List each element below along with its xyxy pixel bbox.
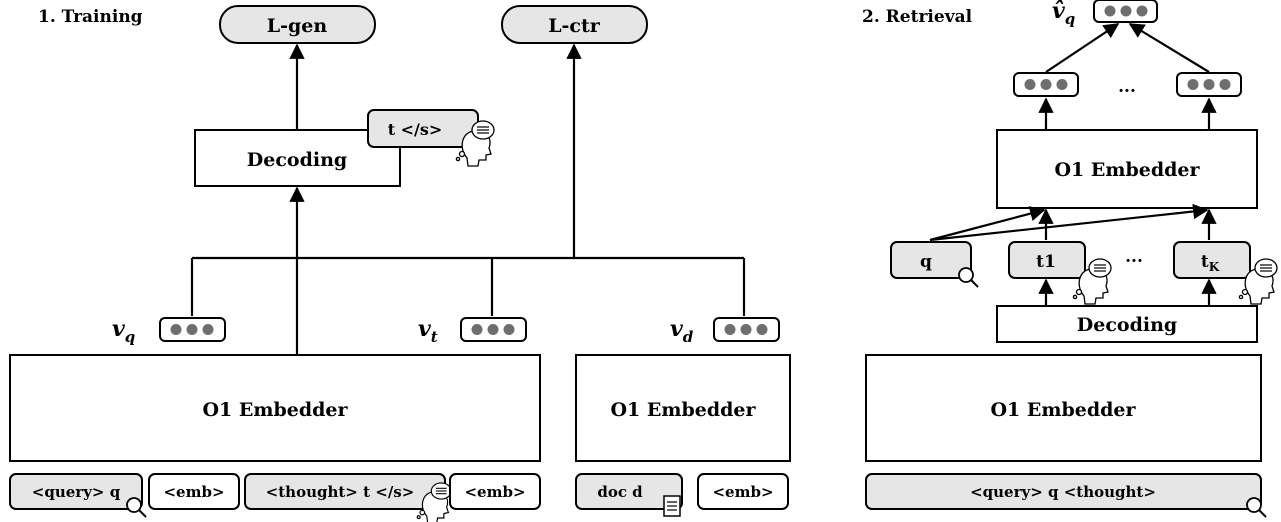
training-title: 1. Training: [38, 7, 143, 27]
arrow-q-to-embedder-1: [929, 206, 1046, 242]
retrieval-decoding-box: [996, 305, 1258, 343]
svg-text:q: q: [920, 252, 932, 272]
document-icon: [663, 495, 681, 517]
arrow-aggregate-1: [1045, 23, 1120, 73]
input-emb-1: [148, 473, 240, 510]
training-decoding-label: Decoding: [247, 149, 347, 171]
input-query: [9, 473, 143, 510]
arrow-q-to-embedder-k: [929, 203, 1209, 242]
svg-text:Decoding: Decoding: [1077, 314, 1177, 336]
training-embedder-doc-label: O1 Embedder: [610, 399, 756, 421]
vd-label: vd: [670, 316, 694, 346]
input-doc: [575, 473, 683, 510]
svg-text:<emb>: <emb>: [712, 483, 773, 501]
vhat-label: v̂q: [1052, 0, 1075, 28]
vt-label: vt: [418, 316, 438, 346]
input-emb-2: [449, 473, 541, 510]
retrieval-query: [890, 241, 972, 279]
training-embedder-query-label: O1 Embedder: [202, 399, 348, 421]
l-gen-label: L-gen: [267, 15, 328, 37]
magnifier-icon: [1246, 497, 1267, 518]
l-ctr-box: [501, 5, 648, 44]
training-embedder-doc: [575, 354, 791, 462]
svg-text:<query> q: <query> q: [32, 483, 121, 501]
training-decoding-box: [194, 129, 401, 187]
input-emb-3: [697, 473, 789, 510]
svg-text:<query> q <thought>: <query> q <thought>: [970, 483, 1156, 501]
svg-text:<thought> t </s>: <thought> t </s>: [266, 483, 415, 501]
svg-text:...: ...: [1118, 77, 1136, 97]
svg-text:doc d: doc d: [597, 483, 643, 501]
magnifier-icon: [126, 497, 147, 518]
svg-text:O1 Embedder: O1 Embedder: [1054, 159, 1200, 181]
arrow-aggregate-k: [1128, 23, 1210, 73]
svg-text:t1: t1: [1036, 252, 1056, 272]
svg-text:<emb>: <emb>: [163, 483, 224, 501]
l-ctr-label: L-ctr: [548, 15, 601, 37]
retrieval-thought-k: [1173, 241, 1251, 279]
retrieval-title: 2. Retrieval: [862, 7, 973, 27]
svg-text:O1 Embedder: O1 Embedder: [990, 399, 1136, 421]
thought-tag-label: t </s>: [388, 120, 443, 139]
retrieval-thought-1: [1008, 241, 1086, 279]
retrieval-embedder-bottom: [865, 354, 1262, 462]
svg-text:<emb>: <emb>: [464, 483, 525, 501]
retrieval-input: [865, 473, 1262, 510]
training-embedder-query: [9, 354, 541, 462]
tk-label: tK: [1201, 252, 1220, 274]
magnifier-icon: [958, 267, 979, 288]
l-gen-box: [219, 5, 376, 44]
svg-text:...: ...: [1125, 247, 1143, 267]
vq-label: vq: [112, 316, 135, 346]
retrieval-embedder-top: [996, 129, 1258, 209]
